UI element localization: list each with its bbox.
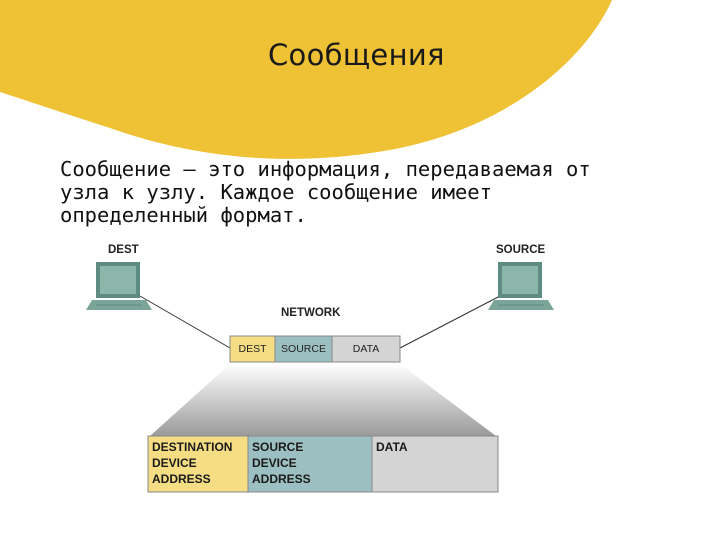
detail-destination-line: DESTINATION — [152, 440, 233, 454]
body-line: узла к узлу. Каждое сообщение имеет — [60, 180, 492, 204]
detail-source-line: DEVICE — [252, 456, 297, 470]
packet-dest-text: DEST — [238, 343, 267, 355]
detail-destination-text: DESTINATION DEVICE ADDRESS — [148, 436, 248, 492]
detail-source-line: ADDRESS — [252, 472, 311, 486]
packet-field-data — [331, 335, 401, 363]
source-label: SOURCE — [496, 244, 546, 256]
computer-icon-source — [488, 262, 554, 310]
detail-destination-line: ADDRESS — [152, 472, 211, 486]
link-line-left — [139, 295, 231, 349]
detail-data-line: DATA — [376, 440, 408, 454]
body-line: Сообщение – это информация, передаваемая… — [60, 157, 591, 181]
detail-destination-line: DEVICE — [152, 456, 197, 470]
zoom-trapezoid — [150, 364, 496, 436]
detail-source-text: SOURCE DEVICE ADDRESS — [248, 436, 372, 492]
packet-field-dest — [229, 335, 276, 363]
network-label: NETWORK — [281, 307, 341, 319]
packet-source-text: SOURCE — [281, 343, 326, 355]
slide-body-text: Сообщение – это информация, передаваемая… — [60, 158, 700, 227]
detail-field-destination — [147, 435, 249, 493]
link-line-right — [399, 295, 501, 349]
body-line: определенный формат. — [60, 203, 307, 227]
detail-field-source — [247, 435, 373, 493]
detail-data-text: DATA — [372, 436, 498, 492]
slide-title: Сообщения — [268, 38, 445, 72]
detail-source-line: SOURCE — [252, 440, 304, 454]
computer-icon-dest — [86, 262, 152, 310]
detail-field-data — [371, 435, 499, 493]
dest-label: DEST — [108, 244, 139, 256]
packet-data-text: DATA — [352, 343, 380, 355]
packet-field-source — [274, 335, 333, 363]
